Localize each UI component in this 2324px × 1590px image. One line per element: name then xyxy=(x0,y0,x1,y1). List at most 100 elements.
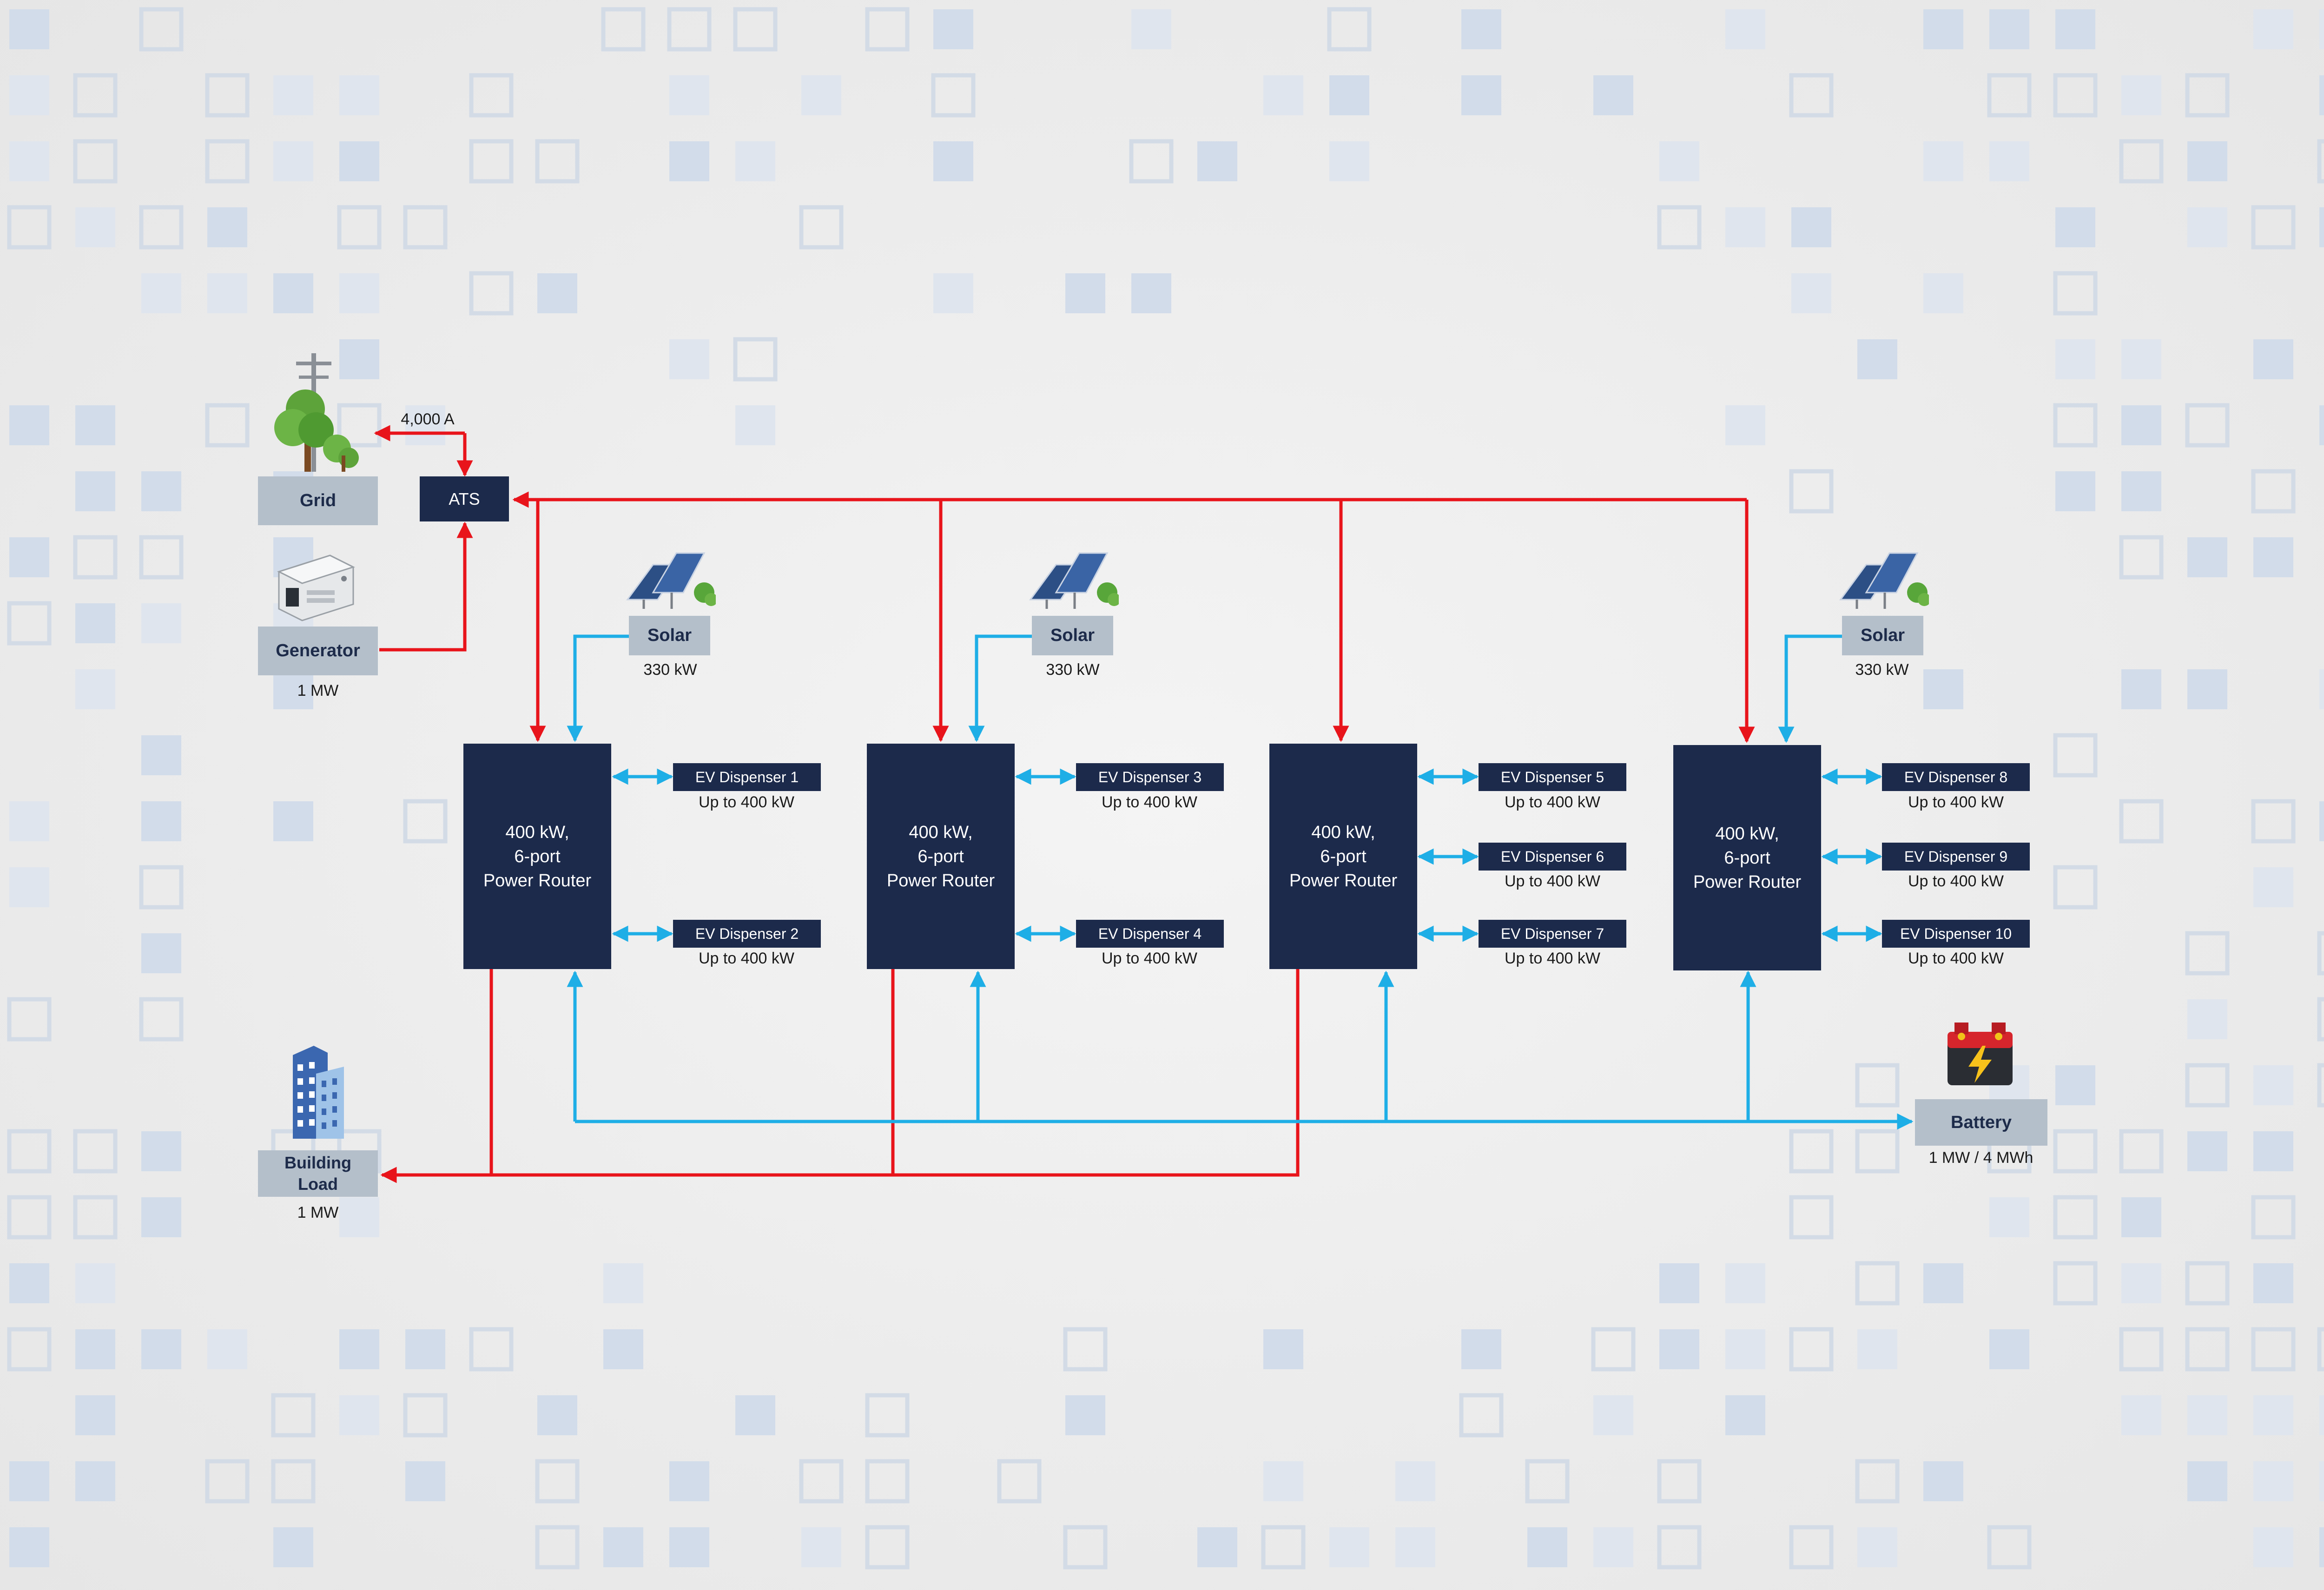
background-square xyxy=(1131,9,1171,49)
background-square xyxy=(1263,75,1303,115)
ev-dispenser-3: EV Dispenser 3 xyxy=(1076,763,1224,791)
background-square xyxy=(1923,1263,1963,1303)
background-square xyxy=(1923,9,1963,49)
solar-panel-icon xyxy=(1839,552,1929,609)
background-square xyxy=(1857,1527,1897,1567)
ev-dispenser-9-rating: Up to 400 kW xyxy=(1908,872,2004,890)
background-square xyxy=(2121,405,2161,445)
background-square xyxy=(601,7,646,52)
battery-icon xyxy=(1948,1023,2013,1085)
background-square xyxy=(273,669,313,709)
background-square xyxy=(2317,1327,2324,1372)
background-square xyxy=(141,1197,181,1237)
background-square xyxy=(141,933,181,973)
background-square xyxy=(2253,537,2293,577)
background-square xyxy=(2253,867,2293,907)
background-square xyxy=(799,205,844,250)
grid-current-label: 4,000 A xyxy=(401,410,455,428)
building-icon xyxy=(293,1046,344,1139)
background-square xyxy=(2319,207,2324,247)
background-square xyxy=(9,1263,49,1303)
background-square xyxy=(1857,1329,1897,1369)
background-square xyxy=(2187,999,2227,1039)
background-square xyxy=(2187,1461,2227,1501)
background-square xyxy=(271,1393,316,1438)
background-square xyxy=(2253,1395,2293,1435)
background-square xyxy=(1855,1129,1900,1174)
background-square xyxy=(1395,1461,1435,1501)
background-square xyxy=(1659,1329,1699,1369)
background-square xyxy=(933,9,973,49)
background-square xyxy=(1261,1525,1306,1570)
ev-dispenser-5: EV Dispenser 5 xyxy=(1479,763,1626,791)
ev-dispenser-1: EV Dispenser 1 xyxy=(673,763,821,791)
background-square xyxy=(1461,1329,1501,1369)
background-square xyxy=(73,1129,118,1174)
solar-panel-icon xyxy=(1029,552,1119,609)
ev-dispenser-4-rating: Up to 400 kW xyxy=(1102,950,1197,967)
background-square xyxy=(1063,1327,1108,1372)
background-square xyxy=(1725,1329,1765,1369)
background-square xyxy=(405,1329,445,1369)
background-square xyxy=(1791,207,1831,247)
background-square xyxy=(339,273,379,313)
background-square xyxy=(2319,75,2324,115)
background-square xyxy=(2187,141,2227,181)
ev-dispenser-2: EV Dispenser 2 xyxy=(673,920,821,948)
background-square xyxy=(75,207,115,247)
router-ports: 6-port xyxy=(514,846,561,866)
background-square xyxy=(2055,9,2095,49)
background-square xyxy=(1989,9,2029,49)
background-square xyxy=(273,1527,313,1567)
background-square xyxy=(2317,931,2324,976)
background-square xyxy=(403,1393,448,1438)
background-square xyxy=(139,997,184,1042)
background-square xyxy=(1131,273,1171,313)
solar-2-line xyxy=(968,634,1032,742)
router-type: Power Router xyxy=(886,871,995,891)
background-square xyxy=(141,801,181,841)
background-square xyxy=(1593,1395,1633,1435)
background-square xyxy=(1593,1527,1633,1567)
background-square xyxy=(1197,141,1237,181)
background-square xyxy=(469,271,514,316)
ev-dispenser-10-rating: Up to 400 kW xyxy=(1908,950,2004,967)
background-square xyxy=(469,139,514,184)
background-square xyxy=(667,7,712,52)
solar-label-2: Solar xyxy=(1032,616,1113,655)
background-square xyxy=(205,73,250,118)
background-square xyxy=(2319,405,2324,445)
background-square xyxy=(931,73,976,118)
background-square xyxy=(273,75,313,115)
background-square xyxy=(2121,1263,2161,1303)
background-square xyxy=(2253,1131,2293,1171)
background-square xyxy=(141,471,181,511)
background-square xyxy=(1725,207,1765,247)
background-square xyxy=(603,1329,643,1369)
background-square xyxy=(403,205,448,250)
background-square xyxy=(139,535,184,580)
background-square xyxy=(2053,403,2098,448)
background-square xyxy=(865,1459,910,1504)
background-square xyxy=(603,1527,643,1567)
solar-label-1: Solar xyxy=(629,616,710,655)
background-square xyxy=(2251,469,2296,514)
generator-label: Generator xyxy=(258,627,378,675)
ev-dispenser-7-rating: Up to 400 kW xyxy=(1505,950,1600,967)
background-square xyxy=(1659,141,1699,181)
background-square xyxy=(1923,141,1963,181)
background-square xyxy=(1263,1329,1303,1369)
background-square xyxy=(141,735,181,775)
background-square xyxy=(2317,1063,2324,1108)
background-square xyxy=(1527,1527,1567,1567)
background-square xyxy=(339,141,379,181)
background-square xyxy=(2053,865,2098,910)
background-square xyxy=(733,337,778,382)
ev-dispenser-8-rating: Up to 400 kW xyxy=(1908,793,2004,811)
building-load-rating: 1 MW xyxy=(297,1204,339,1221)
background-square xyxy=(2053,1129,2098,1174)
background-square xyxy=(1789,1195,1834,1240)
background-square xyxy=(1461,75,1501,115)
background-square xyxy=(801,1527,841,1567)
